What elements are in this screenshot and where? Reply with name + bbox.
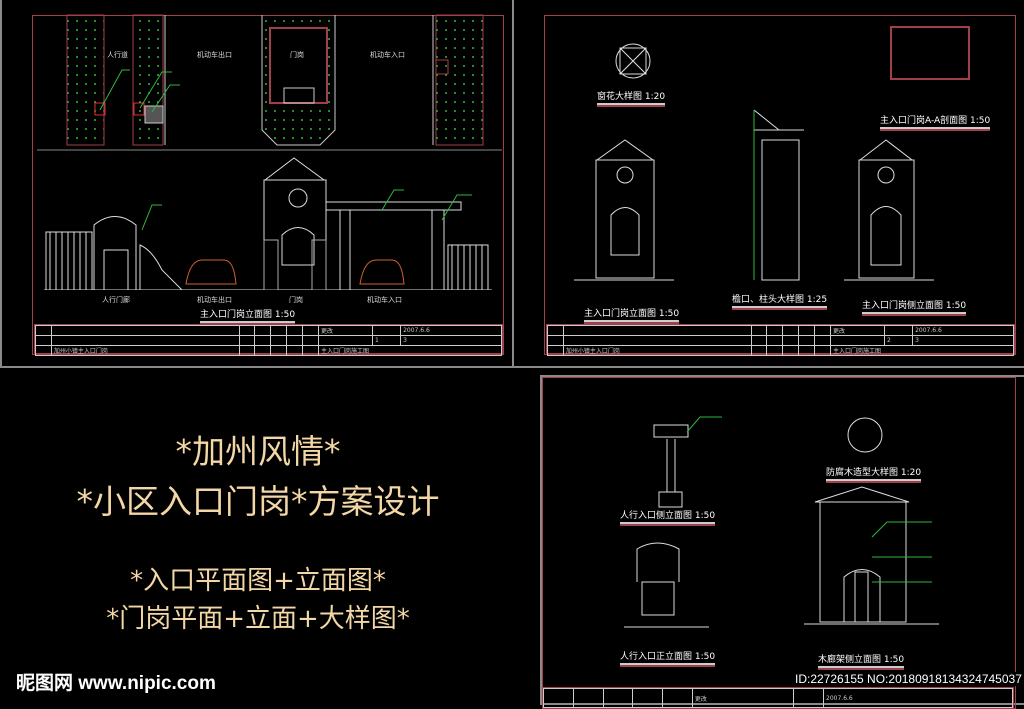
promo-title-line1: *加州风情*	[175, 432, 341, 471]
title-block: 更改 2007.6.6	[542, 687, 1014, 709]
promo-subtitle-line1: *入口平面图+立面图*	[130, 566, 386, 596]
elevation-label: 机动车入口	[367, 296, 402, 304]
elevation-label: 人行门廊	[102, 296, 130, 304]
plan-label: 人行道	[107, 51, 128, 59]
drawing-name: 主入口门岗施工图	[317, 345, 503, 356]
sheet-total: 3	[912, 335, 1014, 346]
drawing-title: 主入口门岗立面图 1:50	[584, 306, 680, 322]
entrance-plan-drawing	[37, 14, 502, 151]
drawing-sheet-entrance-elevation: 人行道 机动车出口 门岗 机动车入口	[0, 0, 514, 368]
drawing-title: 主入口门岗侧立面图 1:50	[862, 298, 967, 314]
drawing-title: 主入口门岗立面图 1:50	[200, 307, 296, 323]
date: 2007.6.6	[912, 325, 1014, 336]
drawing-title: 檐口、柱头大样图 1:25	[732, 292, 828, 308]
project-name: 加州小镇主入口门岗	[50, 345, 240, 356]
sheet-no: 1	[372, 335, 402, 346]
plan-label: 机动车入口	[370, 51, 405, 59]
drawing-sheet-pedestrian-entrance: 人行入口侧立面图 1:50 防腐木造型大样图 1:20 人行入口正立面图 1:5…	[540, 375, 1024, 709]
gatehouse-details-drawing	[574, 26, 970, 281]
drawing-title: 防腐木造型大样图 1:20	[826, 465, 922, 481]
drawing-title: 木廊架侧立面图 1:50	[818, 652, 905, 668]
elevation-label: 门岗	[289, 296, 303, 304]
date: 2007.6.6	[400, 325, 502, 336]
entrance-elevation-drawing	[44, 157, 492, 290]
change-label: 更改	[691, 688, 795, 708]
elevation-label: 机动车出口	[197, 296, 232, 304]
sheet-no: 2	[884, 335, 914, 346]
plan-label: 门岗	[290, 51, 304, 59]
drawing-sheet-gatehouse-details: 窗花大样图 1:20 主入口门岗A-A剖面图 1:50 主入口门岗立面图 1:5…	[512, 0, 1024, 368]
drawing-title: 主入口门岗A-A剖面图 1:50	[880, 113, 991, 129]
drawing-title: 人行入口侧立面图 1:50	[620, 508, 716, 524]
drawing-title: 窗花大样图 1:20	[597, 89, 666, 105]
watermark-site: 昵图网 www.nipic.com	[16, 673, 216, 694]
plan-label: 机动车出口	[197, 51, 232, 59]
change-label: 更改	[317, 325, 374, 336]
promo-title-line2: *小区入口门岗*方案设计	[76, 482, 440, 521]
project-name: 加州小镇主入口门岗	[562, 345, 752, 356]
sheet-total: 3	[400, 335, 502, 346]
promo-subtitle-line2: *门岗平面+立面+大样图*	[106, 604, 410, 634]
change-label: 更改	[829, 325, 886, 336]
watermark-id: ID:22726155 NO:20180918134324745037	[795, 672, 1022, 686]
date: 2007.6.6	[823, 688, 1013, 708]
drawing-title: 人行入口正立面图 1:50	[620, 649, 716, 665]
drawing-name: 主入口门岗施工图	[829, 345, 1015, 356]
pedestrian-entrance-drawing	[624, 416, 939, 628]
